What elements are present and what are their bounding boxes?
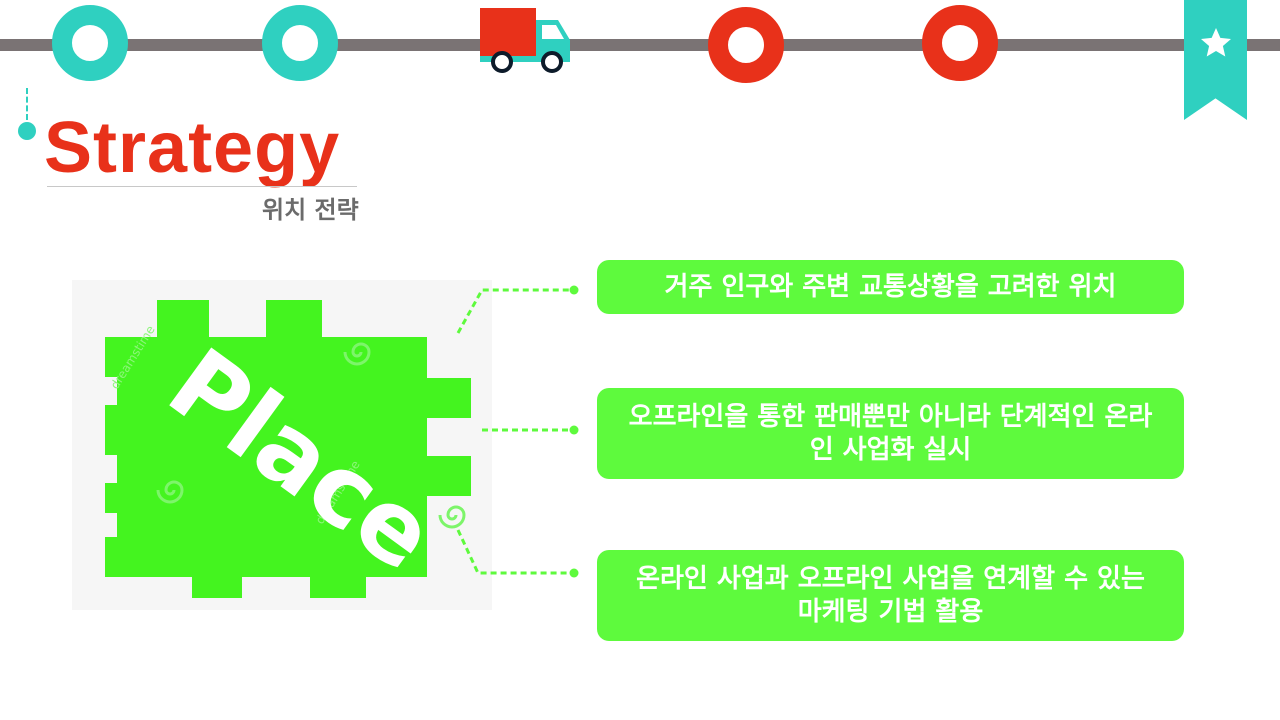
point-text-2: 오프라인을 통한 판매뿐만 아니라 단계적인 온라인 사업화 실시 bbox=[628, 401, 1153, 465]
timeline-track bbox=[0, 39, 1280, 51]
page-subtitle: 위치 전략 bbox=[262, 196, 359, 224]
connector-lines bbox=[456, 285, 579, 578]
point-text-3: 온라인 사업과 오프라인 사업을 연계할 수 있는 마케팅 기법 활용 bbox=[636, 563, 1145, 627]
place-puzzle-graphic: dreamstime dreamstime Place bbox=[72, 280, 492, 610]
point-box-2: 오프라인을 통한 판매뿐만 아니라 단계적인 온라인 사업화 실시 bbox=[597, 388, 1184, 479]
point-box-1: 거주 인구와 주변 교통상황을 고려한 위치 bbox=[597, 260, 1184, 314]
point-box-3: 온라인 사업과 오프라인 사업을 연계할 수 있는 마케팅 기법 활용 bbox=[597, 550, 1184, 641]
page-title: Strategy bbox=[44, 108, 341, 188]
timeline-marker-4 bbox=[708, 7, 784, 83]
star-icon bbox=[1201, 28, 1231, 57]
timeline-marker-2 bbox=[262, 5, 338, 81]
title-dot bbox=[18, 122, 36, 140]
truck-icon bbox=[480, 8, 570, 73]
title-underline bbox=[47, 186, 357, 187]
point-text-1: 거주 인구와 주변 교통상황을 고려한 위치 bbox=[664, 271, 1117, 302]
timeline-marker-1 bbox=[52, 5, 128, 81]
timeline-marker-5 bbox=[922, 5, 998, 81]
title-dashed-line bbox=[26, 88, 28, 120]
